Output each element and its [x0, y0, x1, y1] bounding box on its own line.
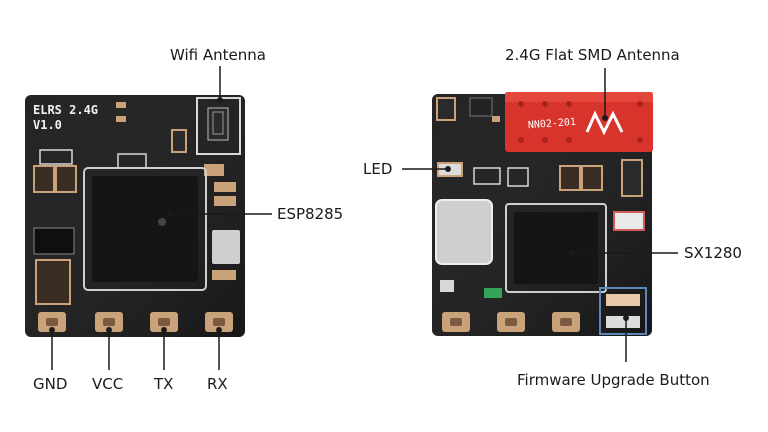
label-pin-vcc: VCC	[92, 375, 124, 393]
silkscreen-revision: V1.0	[33, 118, 62, 132]
label-sx1280: SX1280	[684, 244, 742, 262]
label-led: LED	[363, 160, 393, 178]
label-flat-smd-antenna: 2.4G Flat SMD Antenna	[505, 46, 680, 64]
flat-smd-antenna: NN02-201	[505, 92, 653, 152]
label-firmware-upgrade-button: Firmware Upgrade Button	[517, 371, 710, 389]
label-pin-gnd: GND	[33, 375, 68, 393]
antenna-marking: NN02-201	[528, 117, 577, 131]
silkscreen-version: ELRS 2.4G	[33, 103, 98, 117]
left-board: ELRS 2.4G V1.0	[25, 95, 245, 337]
label-esp8285: ESP8285	[277, 205, 344, 223]
firmware-upgrade-button	[599, 287, 647, 335]
leader-lines	[49, 66, 678, 370]
right-board: NN02-201	[432, 92, 653, 336]
crystal-oscillator	[435, 199, 493, 265]
label-wifi-antenna: Wifi Antenna	[170, 46, 266, 64]
right-pads	[442, 312, 580, 332]
esp8285-chip	[83, 167, 207, 291]
label-pin-tx: TX	[154, 375, 174, 393]
sx1280-chip	[505, 203, 607, 293]
label-pin-rx: RX	[207, 375, 228, 393]
left-pads	[38, 312, 233, 332]
